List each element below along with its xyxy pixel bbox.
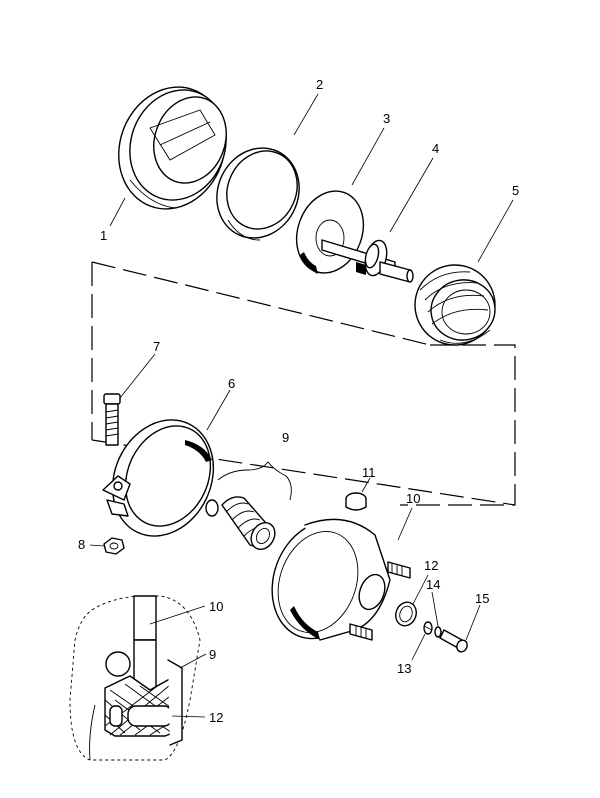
- callout-2: 2: [316, 77, 323, 92]
- part-2-ring: [216, 147, 300, 241]
- part-13-washer: [423, 621, 433, 635]
- callout-15: 15: [475, 591, 489, 606]
- callout-14: 14: [426, 577, 440, 592]
- part-10-chamber-housing: [271, 518, 411, 641]
- detail-section-view: [69, 595, 201, 761]
- callout-labels: 1 2 3 4 5 6 7 8 9 10 11 12 13 14 15 10 9…: [78, 77, 519, 725]
- detail-callout-12: 12: [209, 710, 223, 725]
- callout-7: 7: [153, 339, 160, 354]
- callout-12: 12: [424, 558, 438, 573]
- callout-6: 6: [228, 376, 235, 391]
- part-9-boot: [205, 461, 292, 551]
- callout-3: 3: [383, 111, 390, 126]
- part-5-spring: [414, 264, 496, 346]
- part-8-nut: [103, 537, 125, 555]
- part-15-pin: [439, 629, 468, 653]
- part-4-push-rod: [321, 239, 414, 283]
- detail-callout-9: 9: [209, 647, 216, 662]
- callout-4: 4: [432, 141, 439, 156]
- part-7-bolt: [103, 393, 121, 446]
- part-1-cover: [118, 86, 227, 210]
- part-14-o-ring: [434, 626, 442, 638]
- leader-lines: [89, 93, 514, 718]
- part-11-plug: [345, 492, 367, 511]
- part-12-seal-ring: [395, 601, 417, 627]
- callout-5: 5: [512, 183, 519, 198]
- callout-10: 10: [406, 491, 420, 506]
- callout-11: 11: [362, 465, 376, 480]
- detail-callout-10: 10: [209, 599, 223, 614]
- callout-9: 9: [282, 430, 289, 445]
- assembly-boundary-dashed: [91, 261, 516, 506]
- callout-1: 1: [100, 228, 107, 243]
- callout-13: 13: [397, 661, 411, 676]
- callout-8: 8: [78, 537, 85, 552]
- part-6-clamp-band: [102, 419, 215, 537]
